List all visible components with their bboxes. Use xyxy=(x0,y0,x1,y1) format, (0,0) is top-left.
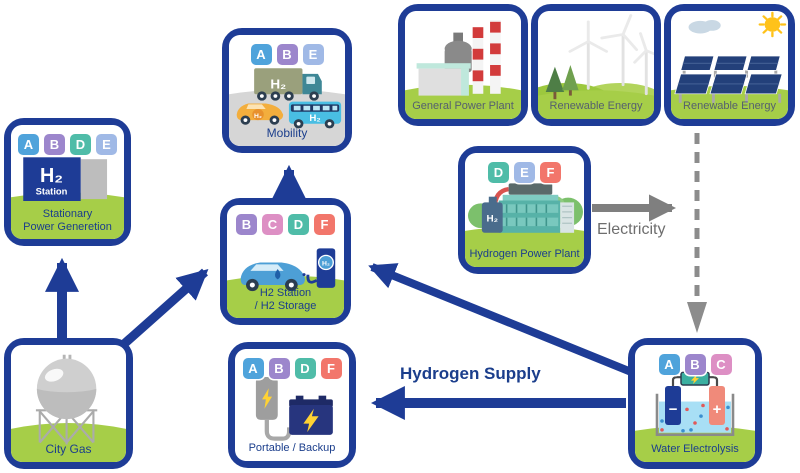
hydrogen-pump-icon: H₂ xyxy=(306,248,336,288)
card-general-power-plant: General Power Plant xyxy=(398,4,528,126)
badge-row: B C D F xyxy=(227,214,344,235)
badge-row: D E F xyxy=(465,162,584,183)
arrow-renewable-to-electrolysis-dashed xyxy=(687,133,707,333)
solar-panels-sun-icon xyxy=(671,11,788,119)
battery-icon xyxy=(289,395,333,435)
badge-a: A xyxy=(658,354,680,375)
anode-plus-text: + xyxy=(713,402,722,418)
pump-h2-text: H₂ xyxy=(322,260,330,267)
badge-a: A xyxy=(242,358,264,379)
badge-e: E xyxy=(96,134,117,155)
car-charging-pump-icon: H₂ xyxy=(227,248,344,318)
pine-trees-icon xyxy=(545,65,579,100)
card-label: General Power Plant xyxy=(412,100,514,113)
card-portable-backup: A B D F Portable / Backup xyxy=(228,342,356,468)
cathode-minus-text: − xyxy=(669,402,678,418)
badge-b: B xyxy=(268,358,290,379)
factory-with-chimneys-icon xyxy=(405,20,521,119)
card-city-gas: City Gas xyxy=(4,338,133,469)
wind-turbines-icon xyxy=(538,14,654,119)
badge-e: E xyxy=(302,44,324,65)
truck-icon: H₂ xyxy=(254,68,322,101)
electricity-flow-label: Electricity xyxy=(597,221,666,238)
card-label: Stationary Power Generetion xyxy=(23,207,112,234)
badge-c: C xyxy=(710,354,732,375)
badge-f: F xyxy=(320,358,342,379)
fuel-cell-car-icon xyxy=(240,262,306,292)
badge-c: C xyxy=(262,214,283,235)
badge-d: D xyxy=(70,134,91,155)
badge-f: F xyxy=(540,162,561,183)
badge-b: B xyxy=(236,214,257,235)
badge-e: E xyxy=(514,162,535,183)
badge-d: D xyxy=(294,358,316,379)
card-h2-station-storage: H₂ B C D F H2 Station / H2 Storage xyxy=(220,198,351,325)
card-label: Mobility xyxy=(266,126,308,140)
badge-b: B xyxy=(44,134,65,155)
badge-a: A xyxy=(18,134,39,155)
phone-icon xyxy=(255,377,278,420)
truck-car-bus-icon: H₂ H₂ xyxy=(229,68,345,146)
gas-holder-sphere-icon xyxy=(11,354,126,462)
car-h2-text: H₂ xyxy=(254,113,262,120)
card-hydrogen-power-plant: H₂ D E F Hydrogen Power Plant xyxy=(458,146,591,274)
card-renewable-energy-wind: Renewable Energy xyxy=(531,4,661,126)
badge-b: B xyxy=(684,354,706,375)
truck-h2-text: H₂ xyxy=(270,77,286,92)
bus-h2-text: H₂ xyxy=(309,113,320,124)
card-mobility: H₂ H₂ xyxy=(222,28,352,153)
card-label: Renewable Energy xyxy=(549,100,643,113)
badge-b: B xyxy=(276,44,298,65)
arrow-city-gas-to-h2-station xyxy=(121,268,209,348)
sun-icon xyxy=(758,11,787,38)
card-label: Portable / Backup xyxy=(248,442,336,455)
badge-row: A B E xyxy=(229,44,345,65)
station-sign-station-text: Station xyxy=(36,186,68,197)
hydrogen-supply-flow-label: Hydrogen Supply xyxy=(400,364,541,383)
hydrogen-plant-building-icon: H₂ xyxy=(465,183,584,267)
electrolysis-tank-icon: − + xyxy=(635,371,755,462)
water-drop-icon xyxy=(275,269,281,280)
card-stationary-power-generation: H₂ Station A B D E Stationary Power Gene… xyxy=(4,118,131,246)
badge-row: A B D E xyxy=(11,134,124,155)
arrow-electrolysis-to-h2-station xyxy=(368,263,648,382)
badge-d: D xyxy=(288,214,309,235)
badge-a: A xyxy=(250,44,272,65)
cable-icon xyxy=(264,419,292,441)
station-sign-h2-text: H₂ xyxy=(40,165,63,187)
card-label: Hydrogen Power Plant xyxy=(469,248,580,261)
card-label: Renewable Energy xyxy=(683,100,776,113)
plant-tank-h2-text: H₂ xyxy=(486,214,498,225)
badge-row: A B C xyxy=(635,354,755,375)
card-renewable-energy-solar: Renewable Energy xyxy=(664,4,795,126)
cloud-icon xyxy=(688,20,721,34)
car-icon: H₂ xyxy=(236,103,284,125)
bus-icon: H₂ xyxy=(288,101,342,129)
card-water-electrolysis: − + A B C Water Electrolysis xyxy=(628,338,762,469)
badge-d: D xyxy=(488,162,509,183)
card-label: City Gas xyxy=(45,442,92,456)
card-label: H2 Station / H2 Storage xyxy=(254,286,317,313)
badge-row: A B D F xyxy=(235,358,349,379)
h2-station-sign-icon: H₂ Station xyxy=(11,157,124,239)
phone-battery-icon xyxy=(255,377,333,441)
badge-f: F xyxy=(314,214,335,235)
card-label: Water Electrolysis xyxy=(651,443,739,456)
